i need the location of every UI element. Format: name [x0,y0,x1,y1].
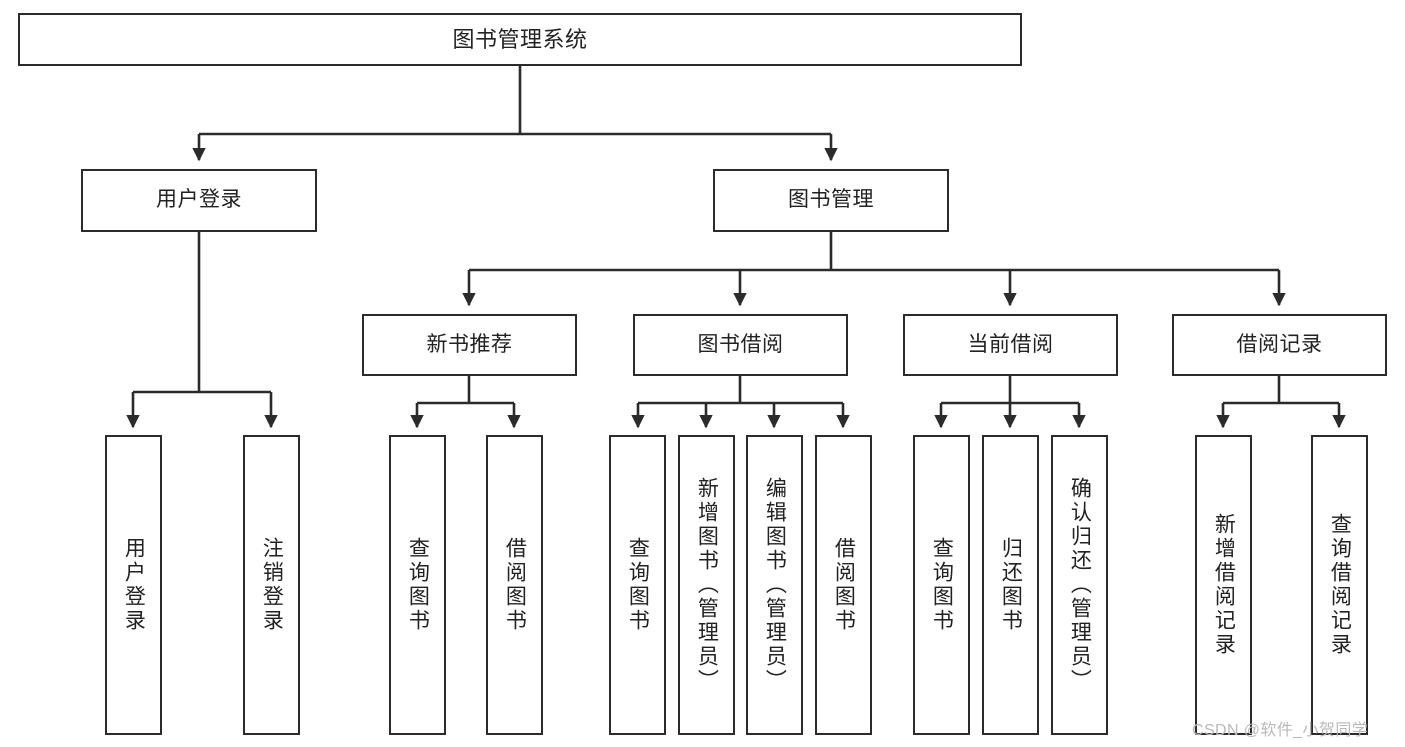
leaf-edit-book-admin-label: 编辑图书（管理员） [763,477,787,693]
node-borrow-record-label: 借阅记录 [1236,332,1323,356]
leaf-user-login-label: 用户登录 [122,537,146,633]
leaf-query-book-borrow-label: 查询图书 [626,537,650,633]
node-book-management[interactable]: 图书管理 [713,169,949,232]
node-new-book-recommend-label: 新书推荐 [426,332,513,356]
leaf-logout[interactable]: 注销登录 [243,435,300,735]
leaf-add-book-admin-label: 新增图书（管理员） [695,477,719,693]
leaf-confirm-return-admin-label: 确认归还（管理员） [1068,477,1092,693]
leaf-add-borrow-record[interactable]: 新增借阅记录 [1195,435,1252,735]
leaf-borrow-book-label: 借阅图书 [832,537,856,633]
leaf-edit-book-admin[interactable]: 编辑图书（管理员） [746,435,803,735]
leaf-borrow-book[interactable]: 借阅图书 [815,435,872,735]
node-new-book-recommend[interactable]: 新书推荐 [362,314,577,376]
node-borrow-record[interactable]: 借阅记录 [1172,314,1387,376]
leaf-query-book-current-label: 查询图书 [930,537,954,633]
leaf-query-book-current[interactable]: 查询图书 [913,435,970,735]
leaf-logout-label: 注销登录 [260,537,284,633]
leaf-user-login[interactable]: 用户登录 [105,435,162,735]
csdn-watermark: CSDN @软件_小贺同学 [1192,722,1369,739]
leaf-return-book-label: 归还图书 [999,537,1023,633]
node-book-borrow[interactable]: 图书借阅 [633,314,848,376]
node-user-login[interactable]: 用户登录 [81,169,317,232]
node-current-borrow[interactable]: 当前借阅 [903,314,1118,376]
leaf-return-book[interactable]: 归还图书 [982,435,1039,735]
leaf-add-book-admin[interactable]: 新增图书（管理员） [678,435,735,735]
leaf-query-book-recommend-label: 查询图书 [406,537,430,633]
node-book-management-label: 图书管理 [788,188,874,212]
leaf-query-book-recommend[interactable]: 查询图书 [389,435,446,735]
leaf-add-borrow-record-label: 新增借阅记录 [1212,513,1236,657]
node-user-login-label: 用户登录 [156,188,242,212]
leaf-query-borrow-record-label: 查询借阅记录 [1328,513,1352,657]
leaf-confirm-return-admin[interactable]: 确认归还（管理员） [1051,435,1108,735]
node-current-borrow-label: 当前借阅 [967,332,1054,356]
leaf-borrow-book-recommend[interactable]: 借阅图书 [486,435,543,735]
leaf-borrow-book-recommend-label: 借阅图书 [503,537,527,633]
node-book-borrow-label: 图书借阅 [697,332,784,356]
node-root[interactable]: 图书管理系统 [18,13,1022,66]
leaf-query-borrow-record[interactable]: 查询借阅记录 [1311,435,1368,735]
node-root-label: 图书管理系统 [452,26,588,52]
leaf-query-book-borrow[interactable]: 查询图书 [609,435,666,735]
